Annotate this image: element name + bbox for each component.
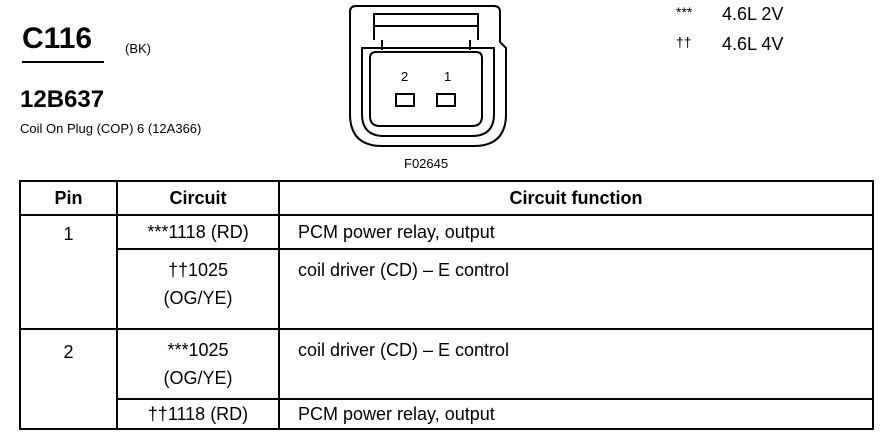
circuit-line: ††1025 [167,260,229,280]
function-cell: PCM power relay, output [278,398,874,430]
table-row: ††1118 (RD) PCM power relay, output [20,398,874,430]
connector-id: C116 [22,22,93,55]
circuit-line: ***1025 [167,340,229,360]
table-header-row: Pin Circuit Circuit function [19,180,874,216]
header-circuit: Circuit [116,180,280,216]
circuit-cell: ***1025 (OG/YE) [116,328,280,400]
pin-cell: 1 [19,214,118,330]
connector-color: (BK) [125,41,151,56]
circuit-cell: ††1118 (RD) [116,398,280,430]
table-row: ††1025 (OG/YE) coil driver (CD) – E cont… [20,248,874,330]
table-row: 1 ***1118 (RD) PCM power relay, output [19,214,874,330]
circuit-line: ††1118 (RD) [147,404,249,424]
function-cell: coil driver (CD) – E control [278,248,874,330]
header-circuit-function: Circuit function [278,180,874,216]
circuit-cell: ††1025 (OG/YE) [116,248,280,330]
function-cell: coil driver (CD) – E control [278,328,874,400]
connector-description: Coil On Plug (COP) 6 (12A366) [20,121,202,136]
connector-face-diagram: 2 1 [349,5,507,147]
header-pin: Pin [19,180,118,216]
pin-label-2: 2 [401,69,408,84]
circuit-line: (OG/YE) [163,368,233,388]
circuit-cell: ***1118 (RD) [116,214,280,250]
table-row: 2 ***1025 (OG/YE) coil driver (CD) – E c… [19,328,874,430]
function-cell: PCM power relay, output [278,214,874,250]
pin-cell: 2 [19,328,118,430]
figure-code: F02645 [404,156,449,171]
legend-label: 4.6L 4V [722,34,784,54]
circuit-line: ***1118 (RD) [147,222,249,242]
part-number: 12B637 [20,86,105,113]
connector-id-underline [22,61,104,63]
legend-symbol: *** [676,4,693,20]
pin-label-1: 1 [444,69,451,84]
legend-symbol: †† [676,34,692,50]
circuit-line: (OG/YE) [163,288,233,308]
legend-label: 4.6L 2V [722,4,784,24]
pinout-table: Pin Circuit Circuit function 1 ***1118 (… [19,180,874,430]
